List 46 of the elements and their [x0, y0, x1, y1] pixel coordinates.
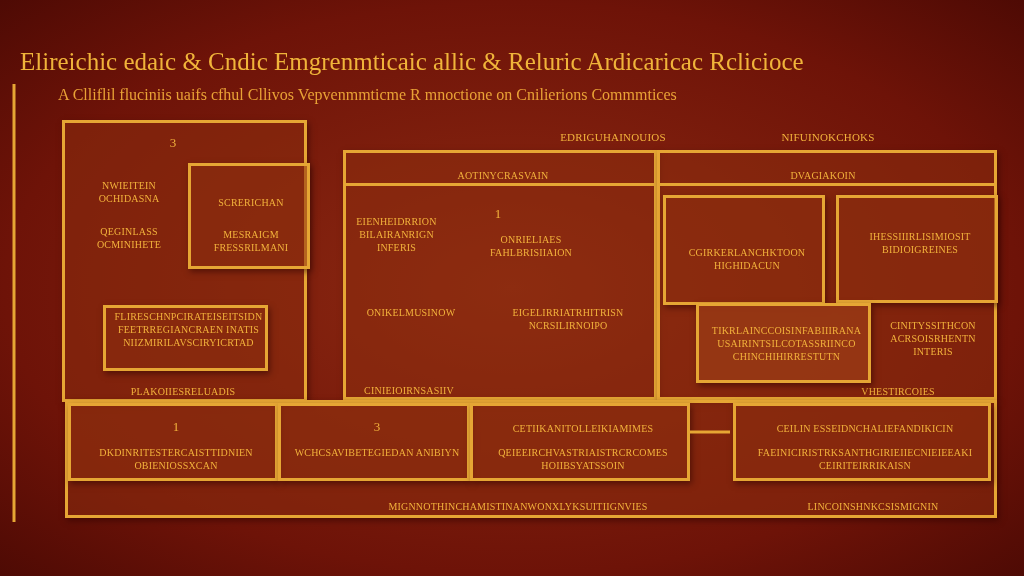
box-text: MESRAIGM FRESSRILMANI: [212, 228, 290, 254]
box-text: ONRIELIAES FAHLBRISIIAION: [488, 233, 574, 259]
box-text: IHESSIIIRLISIMIOSIT BIDIOIGREINES: [868, 230, 972, 256]
section-box: [470, 403, 690, 481]
section-box: [663, 195, 825, 305]
box-text: VHESTIRCOIES: [860, 385, 936, 398]
box-text: SCRERICHAN: [217, 196, 285, 209]
box-text: ONIKELMUSINOW: [365, 306, 457, 319]
connector-line: [687, 430, 730, 434]
box-text: LINCOINSHNKCSISMIGNIN: [806, 500, 940, 513]
box-text: PLAKOIIESRELUADIS: [129, 385, 237, 398]
section-box: [68, 403, 278, 481]
box-text: CINITYSSITHCON ACRSOISRHENTN INTERIS: [889, 319, 977, 358]
box-text: DVAGIAKOIN: [789, 169, 857, 182]
section-number: 1: [493, 207, 503, 220]
section-number: 3: [372, 420, 382, 433]
section-box: [65, 400, 997, 518]
box-text: EIGELIRRIATRHITRISN NCRSILIRNOIPO: [511, 306, 625, 332]
section-box: [278, 403, 470, 481]
box-text: NWIEITEIN OCHIDASNA: [97, 179, 161, 205]
section-number: 1: [171, 420, 181, 433]
box-text: CINIEIOIRNSASIIV: [363, 384, 455, 397]
diagram-title: Elireichic edaic & Cndic Emgrenmticaic allic & Reluric Ardicaricac Rclicioce: [20, 48, 805, 76]
box-text: TIKRLAINCCOISINFABIIIRANA USAIRINTSILCOTASSRIINCO CHINCHIHIRRESTUTN: [710, 324, 863, 363]
box-text: CGIRKERLANCHKTOON HIGHIDACUN: [687, 246, 807, 272]
box-heading: EDRIGUHAINOUIOS: [559, 131, 667, 144]
diagram-subtitle: A Clliflil fluciniis uaifs cfhul Cllivos Vepvenmmticme R mnoctione on Cnilierions Commmtices: [58, 86, 678, 104]
section-box: [62, 120, 307, 402]
box-text: FAEINICIRISTRKSANTHGIRIEIIECNIEIEEAKI CEIRITEIRRIKAISN: [756, 446, 974, 472]
section-box: [188, 163, 310, 269]
section-box: [696, 303, 871, 383]
box-text: FLIRESCHNPCIRATEISEITSIDN FEETRREGIANCRAEN INATIS NIIZMIRILAVSCIRYICRTAD: [113, 310, 264, 349]
section-box: [103, 305, 268, 371]
box-text: QEIEEIRCHVASTRIAISTRCRCOMES HOIIBSYATSSOIN: [497, 446, 669, 472]
section-box: [836, 195, 998, 303]
box-text: WCHCSAVIBETEGIEDAN ANIBIYN: [293, 446, 461, 459]
section-box: [733, 403, 991, 481]
box-text: EIENHEIDRRION BILAIRANRIGN INFERIS: [355, 215, 438, 254]
box-text: MIGNNOTHINCHAMISTINANWONXLYKSUITIIGNVIES: [387, 500, 649, 513]
box-text: CEILIN ESSEIDNCHALIEFANDIKICIN: [775, 422, 955, 435]
box-text: DKDINRITESTERCAISTTIDNIEN OBIENIOSSXCAN: [98, 446, 254, 472]
box-text: AOTINYCRASVAIN: [456, 169, 550, 182]
box-text: QEGINLASS OCMINIHETE: [95, 225, 163, 251]
section-number: 3: [168, 136, 178, 149]
box-heading: NIFUINOKCHOKS: [780, 131, 876, 144]
box-text: CETIIKANITOLLEIKIAMIMES: [511, 422, 655, 435]
